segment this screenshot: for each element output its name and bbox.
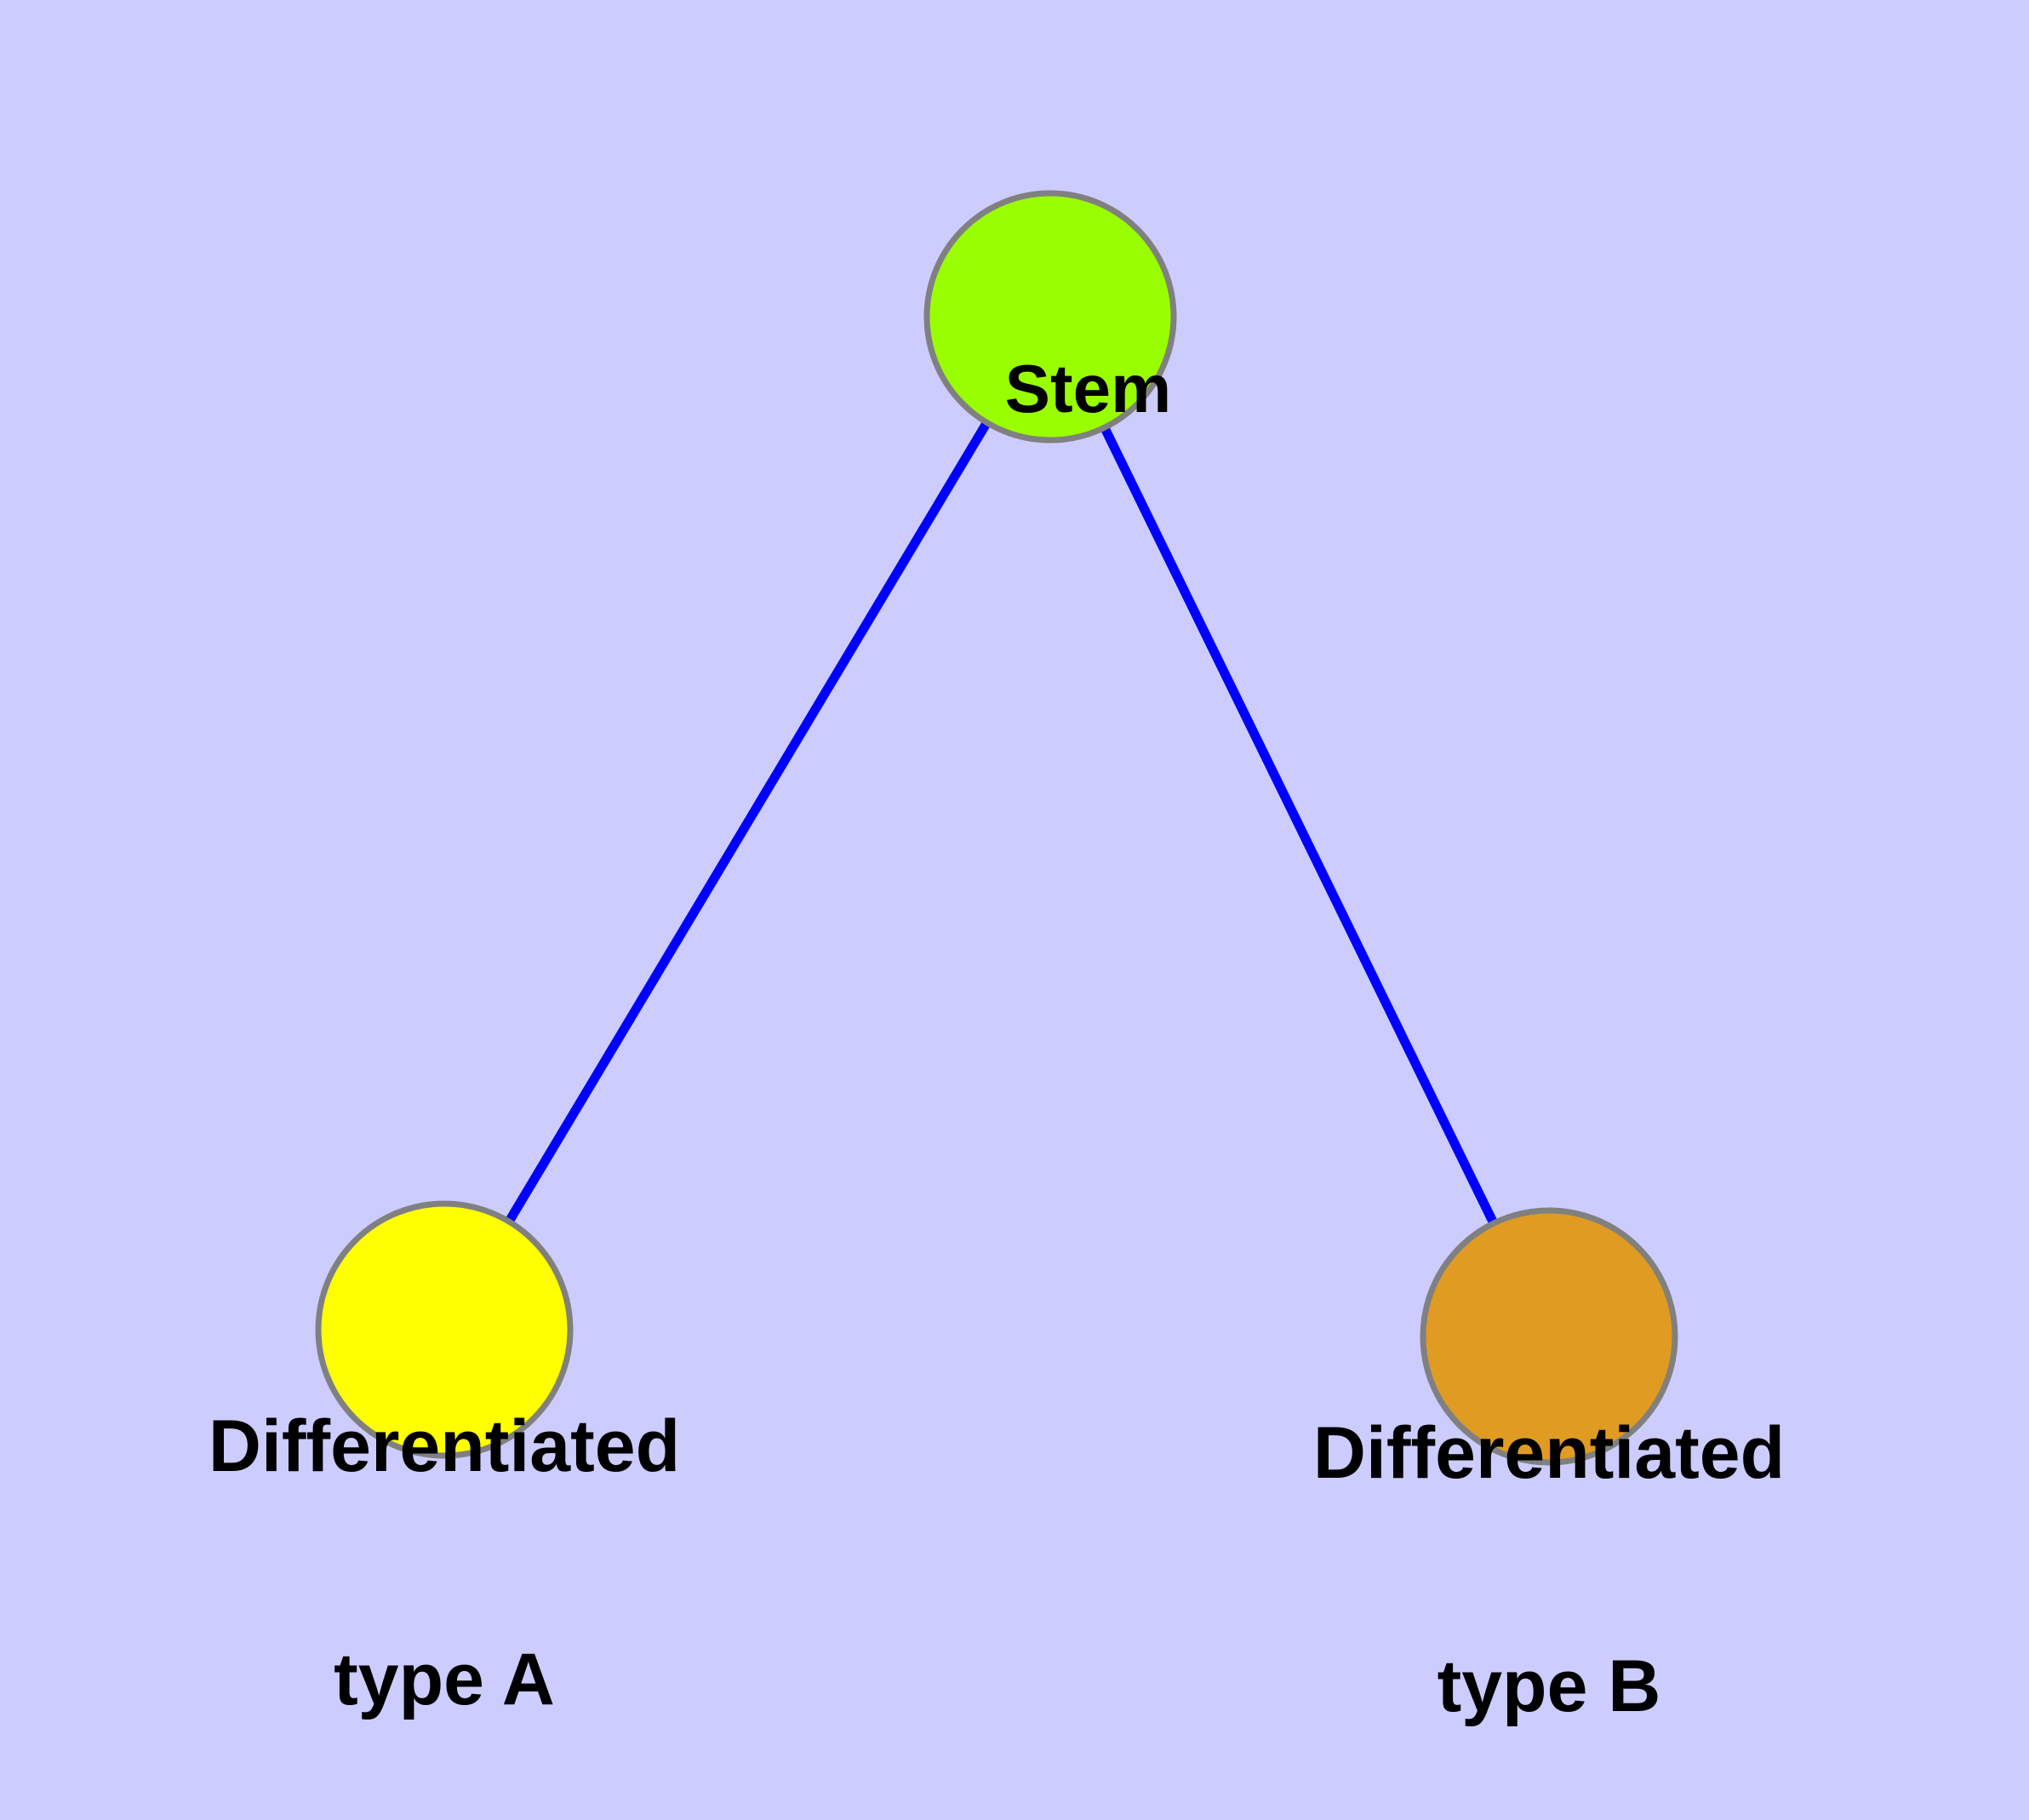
edge-stem-to-diff-b[interactable] (1099, 424, 1499, 1228)
node-differentiated-type-a[interactable] (315, 1200, 574, 1459)
node-layer (315, 190, 1678, 1466)
edge-stem-to-diff-a[interactable] (504, 418, 992, 1226)
edge-layer (504, 418, 1499, 1228)
node-differentiated-type-b[interactable] (1420, 1207, 1678, 1466)
node-stem[interactable] (923, 190, 1177, 444)
